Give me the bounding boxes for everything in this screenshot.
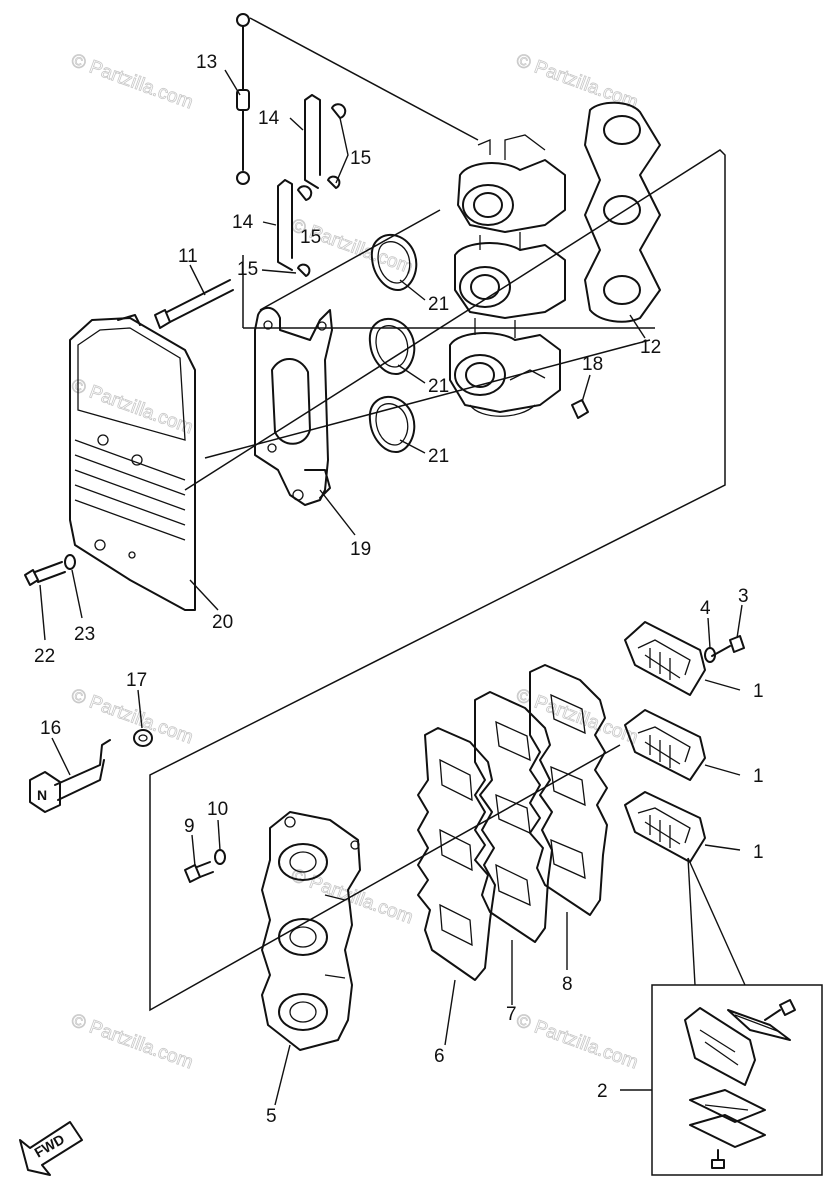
callout-14: 14	[232, 212, 254, 233]
callout-7: 7	[506, 1004, 517, 1025]
callout-labels: 1 1 1 2 3 4 5 6 7 8 9 10 11 12 13 14 14 …	[34, 52, 764, 1127]
screw-part-3	[711, 604, 745, 657]
callout-12: 12	[640, 337, 661, 358]
washer-part-23	[64, 554, 83, 619]
o-ring-part-21	[368, 233, 426, 454]
gasket-part-8	[529, 664, 608, 970]
watermark: © Partzilla.com	[68, 685, 195, 749]
callout-6: 6	[434, 1046, 445, 1067]
callout-21: 21	[428, 446, 449, 467]
reed-valve-part-1	[624, 791, 741, 863]
callout-21: 21	[428, 294, 449, 315]
callout-5: 5	[266, 1106, 277, 1127]
link-rod-part-14	[262, 94, 321, 271]
callout-15: 15	[300, 227, 321, 248]
neutral-label: N	[37, 787, 47, 803]
callout-20: 20	[212, 612, 233, 633]
bolt-part-9	[184, 834, 214, 883]
carburetor-assembly	[449, 134, 566, 417]
reed-valve-part-1	[624, 709, 741, 781]
silencer-cover-part-20	[69, 314, 219, 611]
callout-11: 11	[178, 246, 198, 267]
callout-1: 1	[753, 681, 764, 702]
gasket-part-6	[417, 727, 496, 1046]
callout-9: 9	[184, 816, 195, 837]
callout-23: 23	[74, 624, 95, 645]
callout-1: 1	[753, 842, 764, 863]
grommet-part-17	[133, 689, 153, 747]
bolt-part-11	[154, 264, 234, 329]
fwd-arrow-icon: FWD	[19, 1121, 83, 1176]
callout-15: 15	[350, 148, 371, 169]
callout-22: 22	[34, 646, 55, 667]
reed-valve-part-1	[624, 621, 741, 696]
bolt-part-22	[24, 561, 66, 641]
callout-2: 2	[597, 1081, 608, 1102]
callout-15: 15	[237, 259, 258, 280]
watermark: © Partzilla.com	[68, 50, 195, 114]
callout-17: 17	[126, 670, 147, 691]
reed-detail-leaders	[687, 857, 746, 986]
clip-part-15	[261, 103, 349, 277]
neutral-knob-part-16: N	[29, 737, 111, 813]
callout-8: 8	[562, 974, 573, 995]
callout-18: 18	[582, 354, 603, 375]
gasket-part-12	[584, 101, 661, 339]
reed-housing-part-5	[261, 811, 361, 1106]
callout-19: 19	[350, 539, 371, 560]
callout-21: 21	[428, 376, 449, 397]
callout-16: 16	[40, 718, 61, 739]
washer-part-10	[214, 819, 226, 865]
callout-14: 14	[258, 108, 280, 129]
callout-3: 3	[738, 586, 749, 607]
assembly-frame-lines	[149, 17, 726, 1012]
watermarks: © Partzilla.com © Partzilla.com © Partzi…	[68, 50, 641, 1074]
callout-4: 4	[700, 598, 711, 619]
watermark: © Partzilla.com	[68, 375, 195, 439]
watermark: © Partzilla.com	[513, 1010, 640, 1074]
callout-13: 13	[196, 52, 217, 73]
callout-1: 1	[753, 766, 764, 787]
callout-10: 10	[207, 799, 228, 820]
link-rod-part-13	[224, 13, 250, 185]
reed-valve-detail-part-2	[620, 984, 823, 1176]
washer-part-4	[704, 617, 716, 663]
watermark: © Partzilla.com	[68, 1010, 195, 1074]
clip-part-18	[571, 374, 591, 419]
gasket-plate-part-19	[254, 306, 356, 536]
